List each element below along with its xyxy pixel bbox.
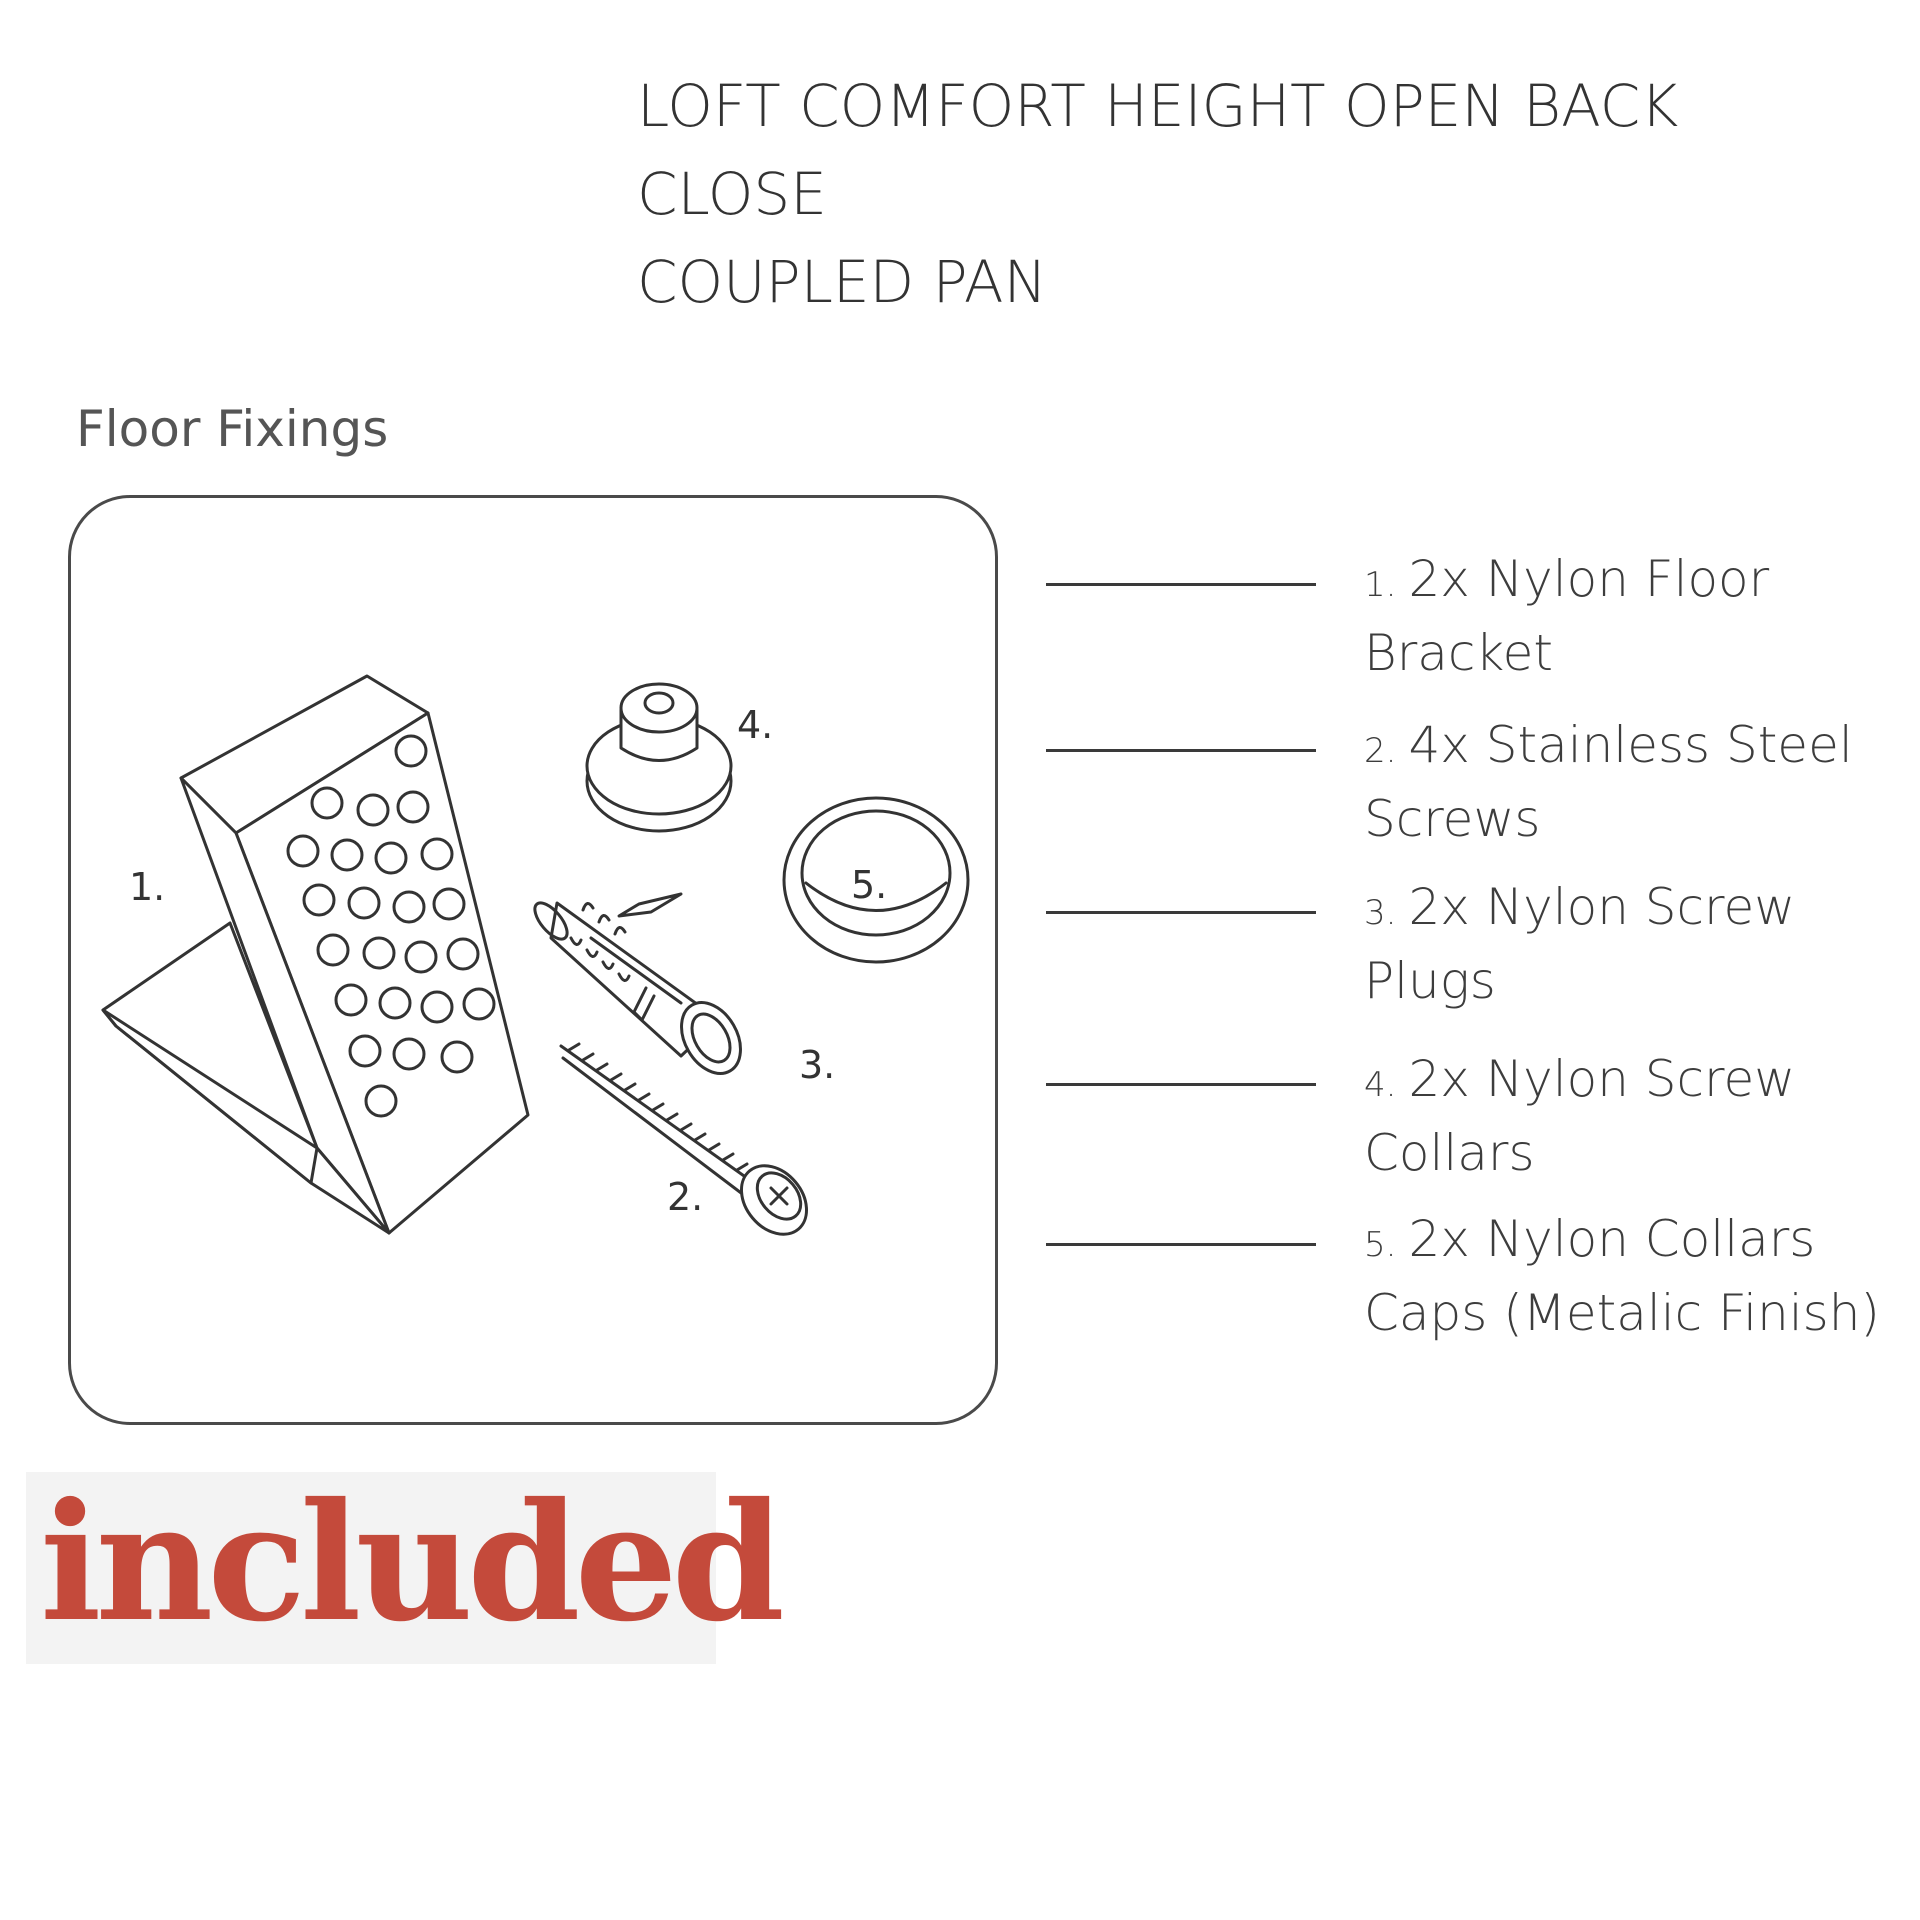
screw-plug-drawing: [533, 892, 742, 1075]
list-item: 1.2x Nylon Floor Bracket: [1364, 545, 1904, 687]
part-number: 1.: [1364, 565, 1397, 605]
callout-2: 2.: [667, 1175, 703, 1219]
fixings-illustration: 1. 2. 3. 4. 5.: [101, 674, 970, 1236]
callout-5: 5.: [851, 863, 887, 907]
collar-cap-drawing: [782, 796, 970, 964]
list-item: 4.2x Nylon Screw Collars: [1364, 1045, 1904, 1187]
part-text: 2x Nylon Screw Collars: [1364, 1050, 1796, 1182]
part-number: 4.: [1364, 1065, 1397, 1105]
list-item: 3.2x Nylon Screw Plugs: [1364, 873, 1904, 1015]
included-badge-text: included: [40, 1468, 785, 1658]
leader-line: [1046, 1083, 1316, 1086]
fixings-diagram-box: 1. 2. 3. 4. 5.: [68, 495, 998, 1425]
section-label: Floor Fixings: [76, 400, 389, 458]
leader-line: [1046, 583, 1316, 586]
included-badge: included: [26, 1472, 785, 1664]
leader-line: [1046, 749, 1316, 752]
floor-bracket-drawing: [101, 674, 530, 1235]
title-line-2: COUPLED PAN: [637, 248, 1047, 316]
leader-line: [1046, 911, 1316, 914]
callout-4: 4.: [737, 703, 773, 747]
list-item: 2.4x Stainless Steel Screws: [1364, 711, 1904, 853]
part-text: 4x Stainless Steel Screws: [1364, 716, 1853, 848]
page-title: LOFT COMFORT HEIGHT OPEN BACK CLOSE COUP…: [637, 62, 1877, 326]
leader-line: [1046, 1243, 1316, 1246]
bracket-holes: [286, 734, 496, 1118]
part-text: 2x Nylon Screw Plugs: [1364, 878, 1796, 1010]
screw-collar-drawing: [585, 682, 733, 833]
list-item: 5.2x Nylon Collars Caps (Metalic Finish): [1364, 1205, 1904, 1347]
screw-drawing: [559, 1042, 809, 1236]
callout-1: 1.: [129, 865, 165, 909]
part-number: 2.: [1364, 731, 1397, 771]
title-line-1: LOFT COMFORT HEIGHT OPEN BACK CLOSE: [637, 72, 1679, 228]
part-text: 2x Nylon Collars Caps (Metalic Finish): [1364, 1210, 1880, 1342]
part-number: 5.: [1364, 1225, 1397, 1265]
part-number: 3.: [1364, 893, 1397, 933]
callout-3: 3.: [799, 1043, 835, 1087]
part-text: 2x Nylon Floor Bracket: [1364, 550, 1770, 682]
